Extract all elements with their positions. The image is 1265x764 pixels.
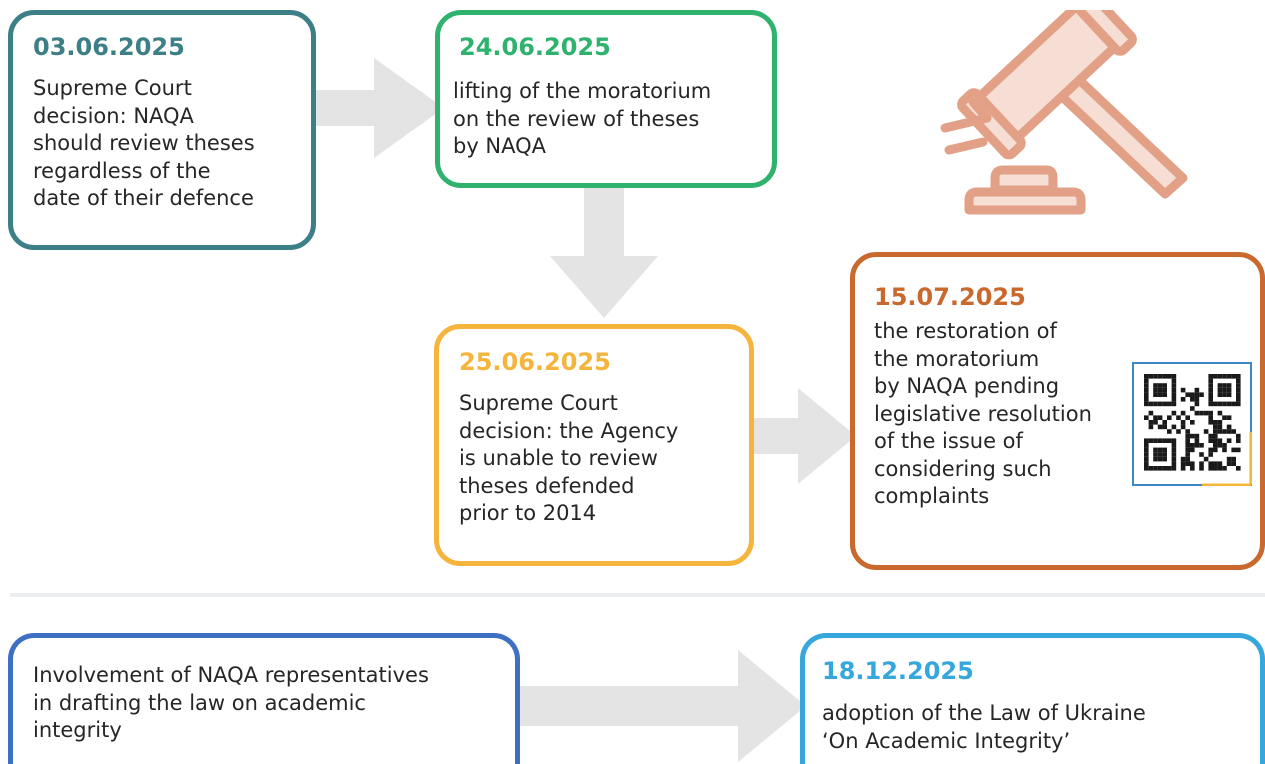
event-date: 15.07.2025 — [874, 283, 1026, 311]
event-text: Involvement of NAQA representatives in d… — [33, 663, 429, 742]
arrow-down-1 — [550, 184, 658, 318]
event-date: 24.06.2025 — [459, 33, 611, 61]
event-text: adoption of the Law of Ukraine ‘On Acade… — [822, 701, 1146, 753]
event-box-25-06-2025 — [434, 324, 754, 566]
event-date: 03.06.2025 — [33, 33, 185, 61]
section-divider — [10, 593, 1265, 597]
gavel-icon — [940, 10, 1188, 215]
event-box-involvement — [8, 633, 520, 764]
event-text: Supreme Court decision: NAQA should revi… — [33, 76, 255, 210]
event-box-18-12-2025 — [800, 633, 1265, 764]
event-text: Supreme Court decision: the Agency is un… — [459, 391, 679, 525]
arrow-right-1 — [312, 58, 444, 158]
event-text: the restoration of the moratorium by NAQ… — [874, 319, 1092, 508]
event-box-03-06-2025 — [8, 10, 316, 250]
event-date: 18.12.2025 — [822, 657, 974, 685]
arrow-right-2 — [750, 388, 856, 484]
event-date: 25.06.2025 — [459, 348, 611, 376]
arrow-right-3 — [518, 650, 806, 762]
qr-code-graphic — [1132, 362, 1253, 487]
event-text: lifting of the moratorium on the review … — [453, 79, 712, 158]
event-box-24-06-2025 — [435, 10, 777, 188]
qr-code-icon[interactable] — [1132, 362, 1253, 487]
